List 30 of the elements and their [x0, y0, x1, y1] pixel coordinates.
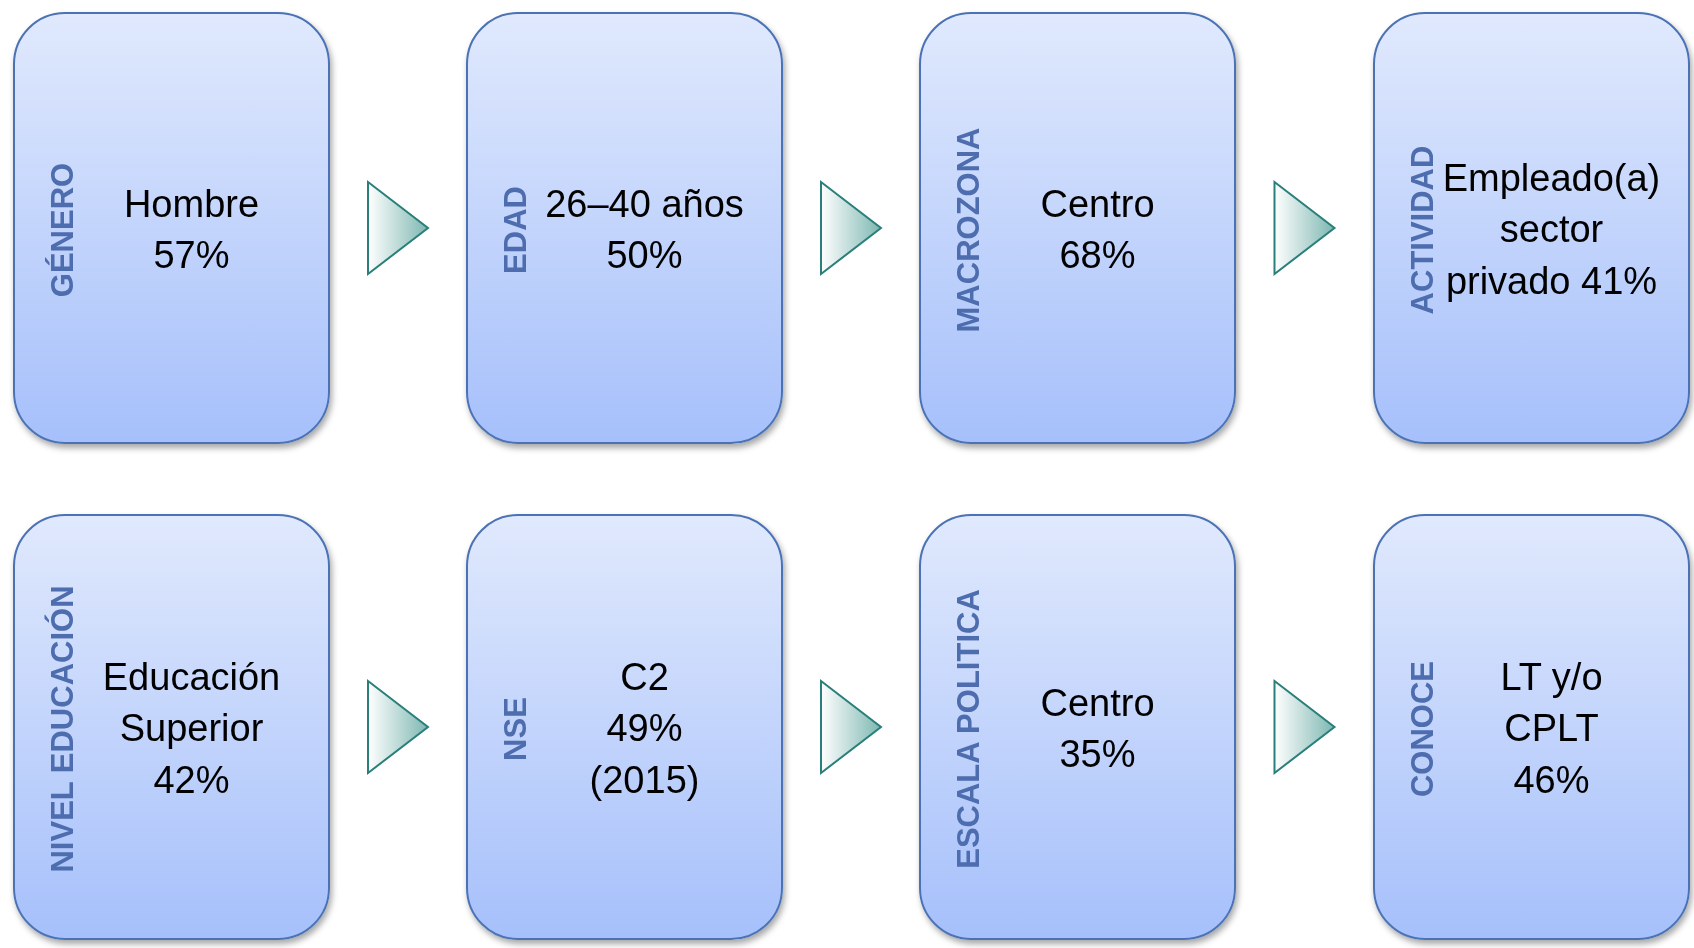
category-value: Hombre 57% [122, 181, 261, 278]
category-value: Empleado(a) sector privado 41% [1441, 156, 1662, 304]
category-heading: NSE [499, 697, 531, 761]
category-heading: NIVEL EDUCACIÓN [46, 585, 78, 873]
category-box [1373, 514, 1690, 940]
category-heading: CONOCE [1406, 660, 1438, 798]
category-box [1373, 12, 1690, 444]
chevron-arrow [820, 179, 883, 277]
category-box [466, 514, 783, 940]
chevron-arrow [820, 678, 883, 776]
category-value: LT y/o CPLT 46% [1499, 655, 1604, 803]
chevron-arrow [1273, 179, 1337, 277]
category-value: 26–40 años 50% [544, 181, 745, 278]
category-value: Centro 35% [1039, 680, 1156, 777]
chevron-arrow [1273, 678, 1337, 776]
category-heading: MACROZONA [952, 127, 984, 333]
category-heading: GÉNERO [46, 162, 78, 298]
chevron-arrow [367, 678, 430, 776]
category-heading: EDAD [499, 186, 531, 274]
category-heading: ACTIVIDAD [1406, 145, 1438, 315]
category-box [919, 12, 1236, 444]
category-box [466, 12, 783, 444]
category-box [919, 514, 1236, 940]
category-box [13, 12, 330, 444]
category-box [13, 514, 330, 940]
category-value: Educación Superior 42% [101, 655, 282, 803]
chevron-arrow [367, 179, 430, 277]
category-heading: ESCALA POLITICA [952, 589, 984, 869]
category-value: C2 49% (2015) [588, 655, 701, 803]
category-value: Centro 68% [1039, 181, 1156, 278]
